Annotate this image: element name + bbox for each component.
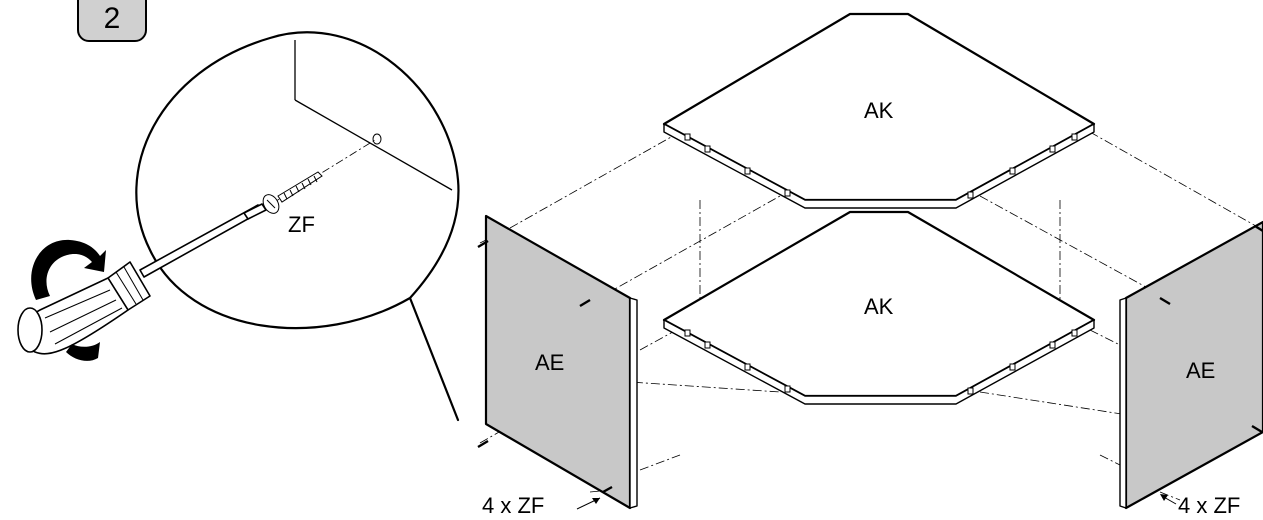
left-side-label: AE (535, 350, 564, 375)
top-shelf-notches (684, 133, 1078, 199)
bottom-shelf-edge (663, 319, 1095, 405)
step-number: 2 (103, 2, 121, 35)
left-quantity-callout: 4 x ZF (482, 493, 601, 518)
detail-label: ZF (288, 212, 315, 237)
bottom-shelf-panel: AK (662, 210, 1096, 405)
left-quantity-label: 4 x ZF (482, 493, 544, 518)
right-side-label: AE (1186, 358, 1215, 383)
screw-markers (477, 224, 1263, 494)
top-shelf-edge (663, 123, 1095, 209)
detail-panel-corner (294, 40, 453, 191)
callout-bubble-outline (135, 31, 460, 422)
right-quantity-callout: 4 x ZF (1160, 493, 1240, 518)
bottom-shelf-notches (684, 329, 1078, 395)
screwdriver-tip (243, 203, 267, 220)
detail-screw (262, 171, 323, 214)
step-number-box: 2 (77, 0, 147, 42)
right-side-panel: AE (1119, 220, 1263, 510)
bottom-shelf-label: AK (864, 294, 894, 319)
detail-callout: ZF (135, 31, 460, 422)
left-side-panel: AE (484, 214, 638, 510)
left-side-edge (629, 297, 638, 509)
rotation-arrow-icon (31, 239, 106, 361)
detail-screw-hole (372, 133, 382, 145)
right-quantity-label: 4 x ZF (1178, 493, 1240, 518)
screwdriver (17, 203, 267, 355)
top-shelf-panel: AK (662, 12, 1096, 209)
top-shelf-label: AK (864, 98, 894, 123)
right-side-edge (1119, 297, 1127, 509)
